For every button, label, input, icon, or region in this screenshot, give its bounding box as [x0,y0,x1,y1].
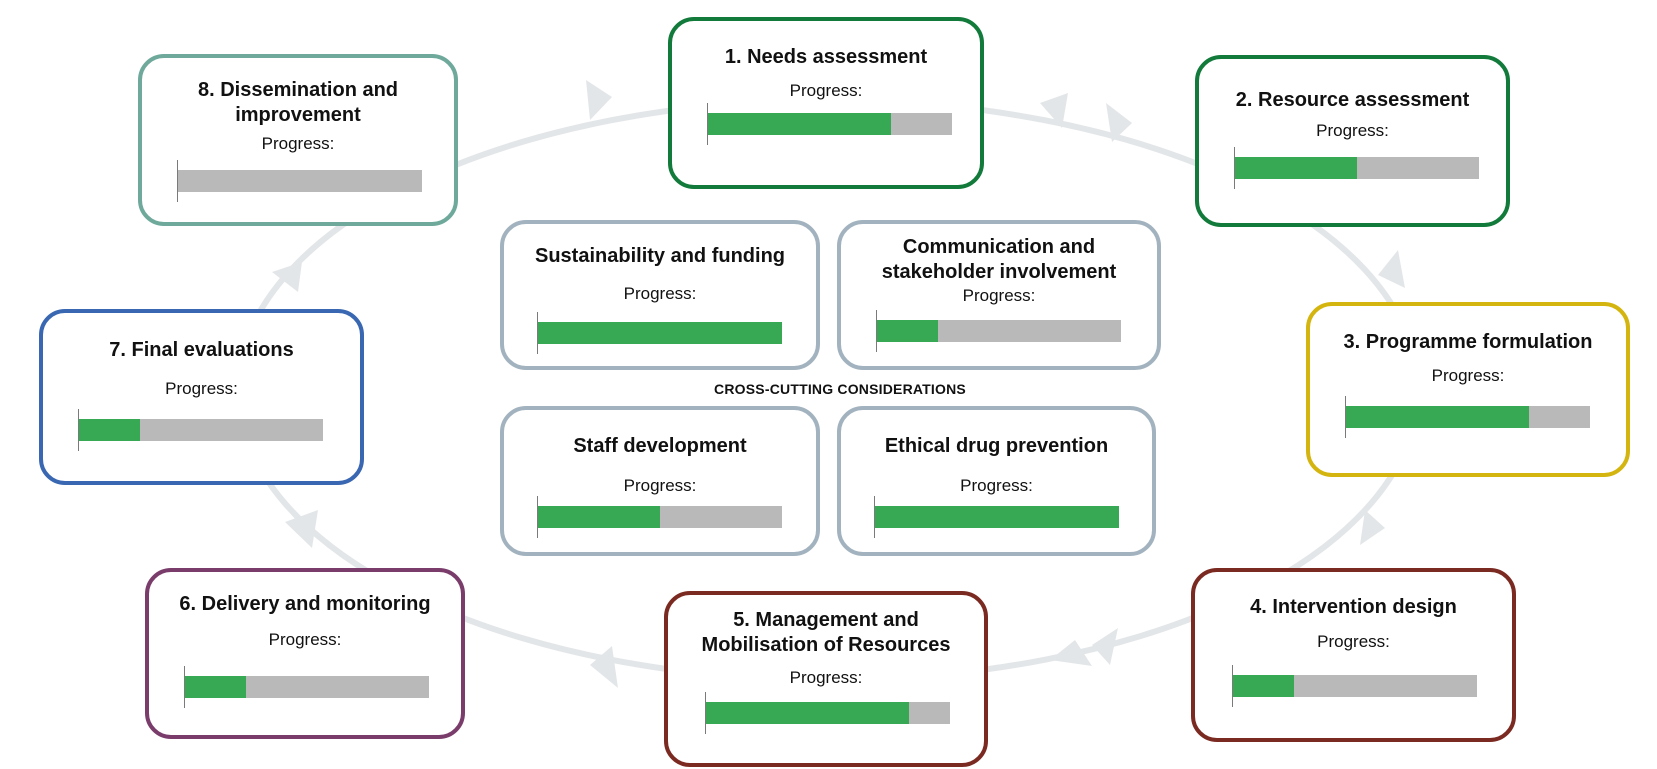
progress-bar-axis [705,692,706,734]
progress-bar-axis [1234,147,1235,189]
cross-title: Sustainability and funding [535,245,785,267]
cross-title-line-1: Communication and [902,236,1096,258]
stage-title: 1. Needs assessment [724,46,928,68]
progress-bar-fill [1235,157,1357,179]
stage-title: 3. Programme formulation [1343,331,1593,353]
progress-bar-axis [537,496,538,538]
progress-label: Progress: [623,284,697,303]
cross-title: Ethical drug prevention [884,435,1109,457]
progress-bar [177,160,422,202]
progress-label: Progress: [1317,632,1390,651]
progress-bar-axis [874,496,875,538]
progress-bar [876,310,1121,352]
arrow-icon [590,646,618,688]
arrow-icon [1092,628,1118,665]
stage-card-final-evaluations: 7. Final evaluations Progress: [39,309,364,485]
stage-card-delivery-monitoring: 6. Delivery and monitoring Progress: [145,568,465,739]
progress-label: Progress: [789,81,863,100]
progress-bar-axis [876,310,877,352]
progress-bar [707,103,952,145]
progress-bar [1345,396,1590,438]
stage-title-line-1: 8. Dissemination and [197,79,399,101]
stage-card-needs-assessment: 1. Needs assessment Progress: [668,17,984,189]
cross-card-ethical-drug-prevention: Ethical drug prevention Progress: [837,406,1156,556]
progress-label: Progress: [960,476,1033,495]
cross-card-sustainability-funding: Sustainability and funding Progress: [500,220,820,370]
progress-bar [1232,665,1477,707]
progress-label: Progress: [962,286,1036,305]
progress-bar-axis [707,103,708,145]
progress-bar-fill [538,322,782,344]
progress-bar-fill [538,506,660,528]
cross-card-communication-stakeholder: Communication and stakeholder involvemen… [837,220,1161,370]
stage-title: 2. Resource assessment [1235,89,1470,111]
cross-title-line-2: stakeholder involvement [881,261,1117,283]
progress-bar [1234,147,1479,189]
arrow-icon [272,262,302,292]
progress-bar-axis [177,160,178,202]
progress-bar-axis [184,666,185,708]
progress-bar-fill [706,702,909,724]
stage-title-line-1: 5. Management and [733,609,919,631]
progress-bar-axis [537,312,538,354]
cross-card-staff-development: Staff development Progress: [500,406,820,556]
progress-bar [874,496,1119,538]
progress-label: Progress: [268,630,342,649]
progress-label: Progress: [1316,121,1389,140]
stage-card-management-mobilisation: 5. Management and Mobilisation of Resour… [664,591,988,767]
progress-bar [705,692,950,734]
stage-title-line-2: improvement [235,104,361,126]
stage-card-intervention-design: 4. Intervention design Progress: [1191,568,1516,742]
stage-title-line-2: Mobilisation of Resources [701,634,951,656]
progress-bar-fill [875,506,1119,528]
stage-title: 4. Intervention design [1250,596,1457,618]
arrow-icon [586,80,612,120]
progress-bar-axis [1345,396,1346,438]
progress-bar-fill [877,320,938,342]
arrow-icon [285,510,318,548]
progress-bar [184,666,429,708]
stage-title: 7. Final evaluations [109,339,294,361]
progress-bar-fill [79,419,140,441]
progress-bar-fill [1346,406,1529,428]
progress-bar-axis [78,409,79,451]
progress-bar [78,409,323,451]
stage-card-dissemination-improvement: 8. Dissemination and improvement Progres… [138,54,458,226]
cross-title: Staff development [573,435,747,457]
progress-label: Progress: [165,379,238,398]
progress-label: Progress: [623,476,697,495]
progress-bar-fill [1233,675,1294,697]
progress-label: Progress: [789,668,863,687]
arrow-icon [1040,93,1068,128]
progress-bar-fill [185,676,246,698]
progress-bar [537,312,782,354]
cross-cutting-heading: CROSS-CUTTING CONSIDERATIONS [714,381,966,397]
arrow-icon [1106,103,1132,142]
progress-bar [537,496,782,538]
stage-card-resource-assessment: 2. Resource assessment Progress: [1195,55,1510,227]
progress-bar-axis [1232,665,1233,707]
stage-card-programme-formulation: 3. Programme formulation Progress: [1306,302,1630,477]
arrow-icon [1360,510,1385,545]
progress-label: Progress: [1431,366,1505,385]
arrow-icon [1378,250,1405,288]
stage-title: 6. Delivery and monitoring [179,593,431,615]
arrow-icon [1050,640,1092,666]
progress-label: Progress: [261,134,335,153]
progress-bar-fill [708,113,891,135]
cycle-arrows [272,80,1405,688]
